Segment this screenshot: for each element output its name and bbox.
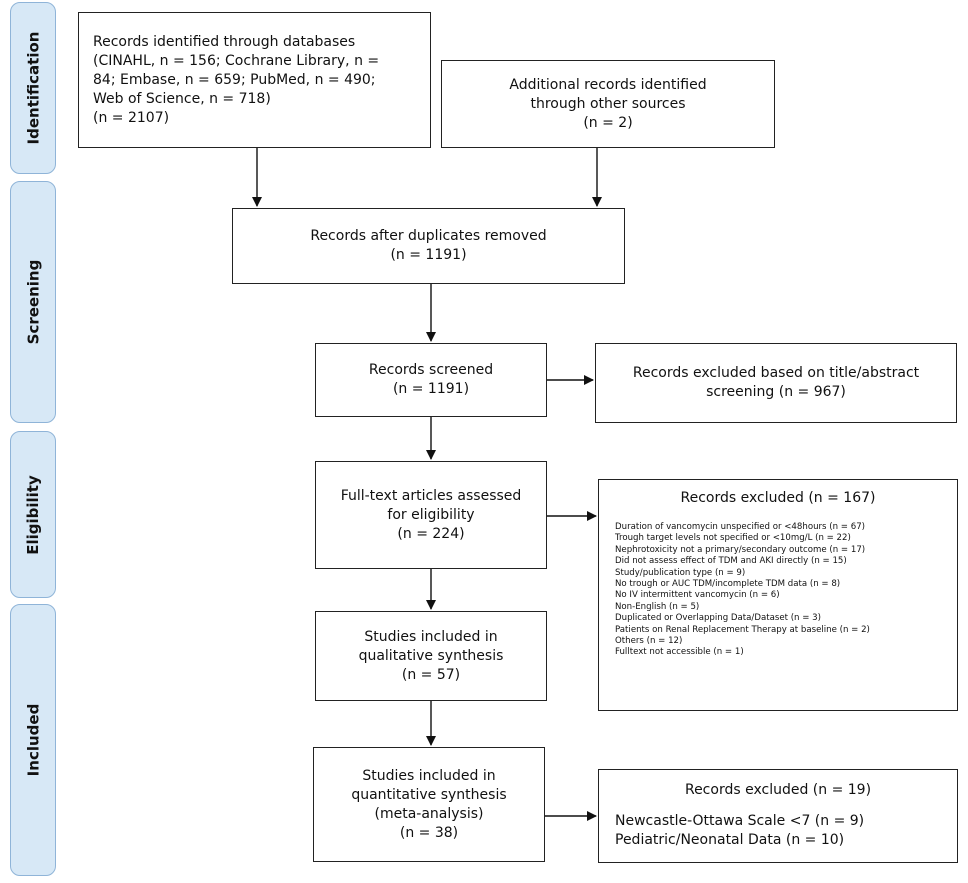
screened-box: Records screened (n = 1191)	[315, 343, 547, 417]
phase-eligibility: Eligibility	[10, 431, 56, 598]
other-sources-line: Additional records identified	[509, 76, 707, 93]
databases-line: Records identified through databases	[93, 33, 356, 50]
fulltext-line: for eligibility	[387, 506, 475, 523]
exclusion-reason: Study/publication type (n = 9)	[615, 567, 746, 578]
duplicates-removed-line: Records after duplicates removed	[310, 228, 547, 244]
exclusion-reason: Fulltext not accessible (n = 1)	[615, 647, 744, 658]
fulltext-box: Full-text articles assessed for eligibil…	[315, 461, 547, 569]
other-sources-line: (n = 2)	[583, 114, 633, 131]
other-sources-box: Additional records identified through ot…	[441, 60, 775, 148]
excluded-fulltext-box: Records excluded (n = 167) Duration of v…	[598, 479, 958, 711]
exclusion-reason: Non-English (n = 5)	[615, 601, 700, 612]
excluded-quality-title: Records excluded (n = 19)	[684, 782, 872, 798]
exclusion-reason: Newcastle-Ottawa Scale <7 (n = 9)	[615, 813, 865, 829]
excluded-title-line: Records excluded based on title/abstract	[632, 365, 920, 381]
quantitative-line: quantitative synthesis	[351, 786, 507, 803]
excluded-title-box: Records excluded based on title/abstract…	[595, 343, 957, 423]
exclusion-reason: No IV intermittent vancomycin (n = 6)	[615, 590, 780, 601]
quantitative-line: (meta-analysis)	[374, 805, 484, 822]
excluded-fulltext-title: Records excluded (n = 167)	[680, 490, 876, 506]
other-sources-line: through other sources	[530, 95, 686, 112]
fulltext-line: (n = 224)	[397, 525, 465, 542]
phase-included: Included	[10, 604, 56, 876]
exclusion-reason: Did not assess effect of TDM and AKI dir…	[615, 556, 847, 567]
databases-box: Records identified through databases (CI…	[78, 12, 431, 148]
qualitative-line: (n = 57)	[401, 666, 461, 683]
duplicates-removed-line: (n = 1191)	[390, 247, 467, 263]
excluded-title-line: screening (n = 967)	[706, 384, 846, 400]
databases-line: (n = 2107)	[93, 109, 170, 126]
phase-screening: Screening	[10, 181, 56, 423]
screened-line: Records screened	[368, 362, 494, 378]
quantitative-box: Studies included in quantitative synthes…	[313, 747, 545, 862]
exclusion-reason: Duplicated or Overlapping Data/Dataset (…	[615, 613, 821, 624]
quantitative-line: (n = 38)	[399, 824, 459, 841]
duplicates-removed-box: Records after duplicates removed (n = 11…	[232, 208, 625, 284]
exclusion-reason: No trough or AUC TDM/incomplete TDM data…	[615, 579, 841, 590]
qualitative-box: Studies included in qualitative synthesi…	[315, 611, 547, 701]
fulltext-line: Full-text articles assessed	[340, 487, 522, 504]
exclusion-reason: Duration of vancomycin unspecified or <4…	[615, 522, 866, 532]
exclusion-reason: Trough target levels not specified or <1…	[615, 533, 851, 544]
qualitative-line: Studies included in	[364, 628, 498, 645]
exclusion-reason: Others (n = 12)	[615, 636, 683, 647]
databases-line: Web of Science, n = 718)	[93, 90, 271, 107]
exclusion-reason: Patients on Renal Replacement Therapy at…	[615, 624, 870, 635]
screened-line: (n = 1191)	[392, 381, 470, 397]
phase-identification: Identification	[10, 2, 56, 174]
excluded-quality-box: Records excluded (n = 19) Newcastle-Otta…	[598, 769, 958, 863]
excluded-fulltext-reasons: Duration of vancomycin unspecified or <4…	[599, 522, 957, 659]
databases-line: (CINAHL, n = 156; Cochrane Library, n =	[93, 52, 380, 69]
exclusion-reason: Nephrotoxicity not a primary/secondary o…	[615, 544, 866, 555]
qualitative-line: qualitative synthesis	[358, 647, 504, 664]
quantitative-line: Studies included in	[362, 767, 496, 784]
databases-line: 84; Embase, n = 659; PubMed, n = 490;	[93, 71, 376, 88]
exclusion-reason: Pediatric/Neonatal Data (n = 10)	[615, 832, 845, 848]
excluded-quality-reasons: Newcastle-Ottawa Scale <7 (n = 9) Pediat…	[599, 812, 957, 850]
